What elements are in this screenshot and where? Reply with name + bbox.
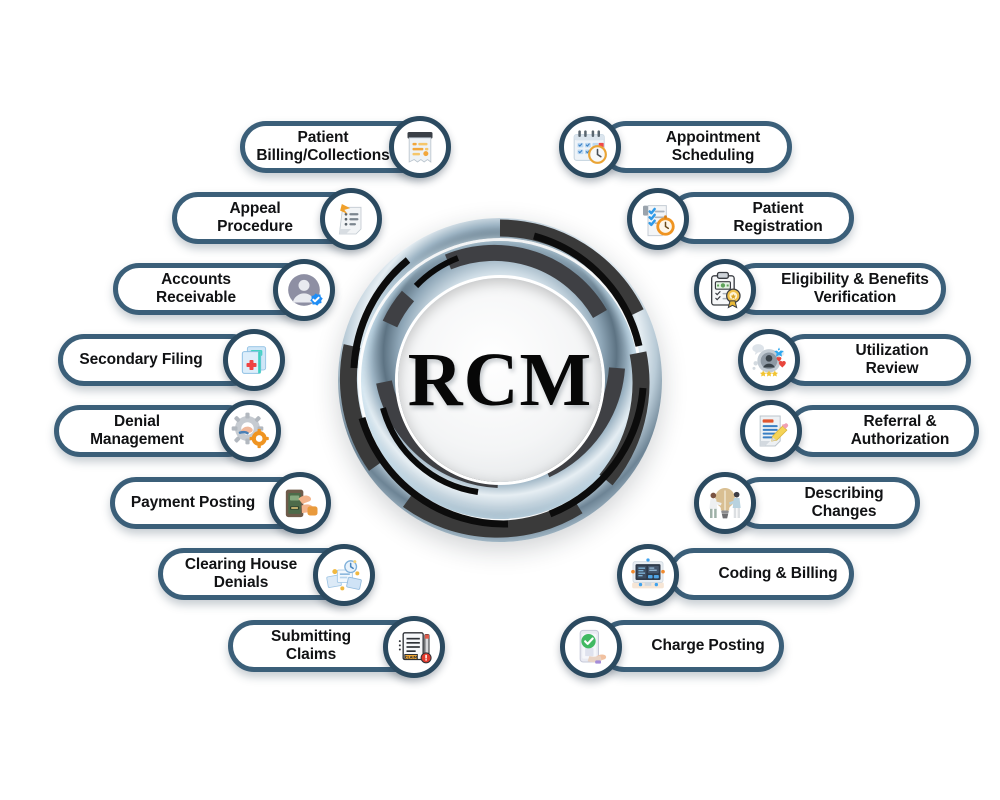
calendar-clock-icon xyxy=(559,116,621,178)
user-verified-icon xyxy=(273,259,335,321)
pill-label: Charge Posting xyxy=(651,637,765,655)
pill-label: Payment Posting xyxy=(130,494,256,512)
review-analysis-icon xyxy=(738,329,800,391)
appeal-scroll-icon xyxy=(320,188,382,250)
medical-folder-icon xyxy=(223,329,285,391)
process-pill-right-7[interactable]: Charge Posting xyxy=(598,620,784,672)
gears-hand-icon xyxy=(219,400,281,462)
mobile-check-icon xyxy=(560,616,622,678)
documents-flow-icon xyxy=(313,544,375,606)
idea-people-icon xyxy=(694,472,756,534)
rcm-hub: RCM xyxy=(338,218,662,542)
process-pill-right-6[interactable]: Coding & Billing xyxy=(668,548,854,600)
invoice-icon xyxy=(389,116,451,178)
hub-face: RCM xyxy=(398,278,602,482)
clipboard-badge-icon xyxy=(694,259,756,321)
referral-form-icon xyxy=(740,400,802,462)
coding-monitor-icon xyxy=(617,544,679,606)
claim-doc-icon xyxy=(383,616,445,678)
pill-label: Referral &Authorization xyxy=(850,413,950,448)
hub-segment-arcs xyxy=(339,219,650,538)
rcm-title: RCM xyxy=(407,337,593,422)
card-payment-icon xyxy=(269,472,331,534)
registration-icon xyxy=(627,188,689,250)
process-pill-right-4[interactable]: Referral &Authorization xyxy=(787,405,979,457)
pill-label: Secondary Filing xyxy=(79,351,203,369)
pill-label: Coding & Billing xyxy=(718,565,838,583)
